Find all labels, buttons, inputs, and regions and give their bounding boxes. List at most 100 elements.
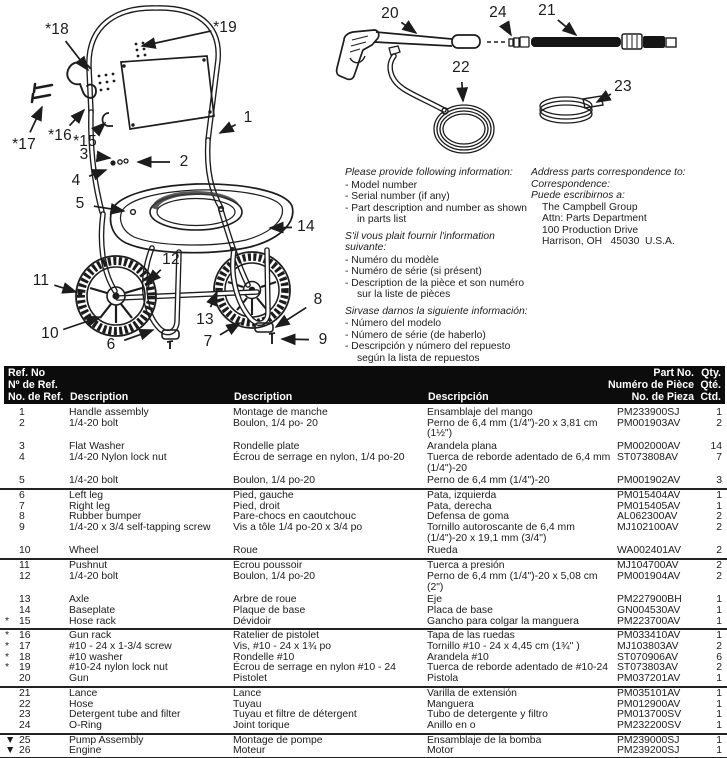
cell-qty: 2 — [716, 417, 722, 429]
ref-marker: * — [5, 662, 10, 674]
cell-description-en: Wheel — [69, 545, 99, 557]
cell-description-es: Gancho para colgar la manguera — [427, 615, 579, 627]
callout-arrow — [64, 40, 90, 72]
cell-qty: 1 — [716, 407, 722, 418]
ref-marker — [5, 419, 19, 440]
gun-rack-bracket — [101, 112, 113, 127]
cell-description-fr: Pied, gauche — [233, 489, 294, 501]
cell-description-es: Perno de 6,4 mm (1/4")-20 x 5,08 cm (2") — [427, 570, 598, 593]
cell-description-en: Right leg — [69, 500, 111, 512]
cell-description-fr: Pied, droit — [233, 500, 280, 512]
cell-description-es: Pistola — [427, 673, 459, 685]
address-line: Attn: Parts Department — [542, 213, 647, 224]
cell-part-no: PM227900BH — [617, 594, 682, 606]
callout-arrow — [274, 306, 307, 328]
cell-description-en: Pushnut — [69, 560, 108, 572]
right-foot-screw — [268, 332, 276, 344]
ref-number: 15 — [19, 615, 31, 627]
address-line: 100 Production Drive — [542, 224, 639, 236]
coupler-illustration — [508, 36, 530, 48]
ref-number: 16 — [19, 630, 31, 642]
ref-number: 4 — [19, 451, 25, 463]
cell-ref-no: 5 — [5, 476, 69, 487]
callout-arrow — [219, 322, 242, 336]
ref-marker: ▼ — [5, 745, 16, 757]
cell-description-en: Lance — [69, 687, 98, 699]
cell-description-fr: Plaque de base — [233, 604, 306, 616]
header-line: Numéro de Pièce — [608, 379, 694, 392]
cell-description-es: Ensamblaje del mango — [427, 407, 533, 418]
cell-description-en: 1/4-20 bolt — [69, 570, 119, 582]
info-header-es: Sirvase darnos la siguiente información: — [345, 305, 528, 317]
cell-part-no: PM233900SJ — [617, 407, 680, 418]
cell-description-es: Tubo de detergente y filtro — [427, 709, 548, 721]
cell-part-no: PM232200SV — [617, 719, 682, 731]
cell-part-no: PM001903AV — [617, 417, 681, 429]
ref-marker: * — [5, 641, 10, 653]
cell-description-en: 1/4-20 Nylon lock nut — [69, 451, 167, 463]
cell-description-en: Rubber bumper — [69, 511, 142, 523]
cell-description-en: O-Ring — [69, 719, 102, 731]
pushnut — [77, 290, 83, 296]
cell-ref-no: 8 — [5, 512, 69, 523]
cell-qty: 1 — [716, 615, 722, 627]
cell-part-no: MJ102100AV — [617, 522, 679, 534]
cell-part-no: PM015404AV — [617, 489, 681, 501]
cell-part-no: PM033410AV — [617, 630, 681, 642]
cell-ref-no: ▼26 — [5, 746, 69, 757]
left-rubber-bumper — [161, 329, 180, 340]
cell-description-es: Pata, derecha — [427, 500, 492, 512]
screws — [30, 82, 54, 104]
ref-number: 1 — [19, 407, 25, 418]
cell-part-no: PM239000SJ — [617, 734, 680, 746]
cell-description-en: Gun rack — [69, 630, 112, 642]
cell-part-no: AL062300AV — [617, 511, 678, 523]
header-desc-en: Description — [70, 390, 129, 403]
callout-arrow — [68, 108, 86, 127]
address-block: Address parts correspondence to: Corresp… — [531, 167, 723, 248]
ref-marker: * — [5, 651, 10, 663]
cell-ref-no: *15 — [5, 615, 69, 628]
ref-marker — [5, 674, 19, 685]
cell-ref-no: 10 — [5, 546, 69, 557]
cell-description-en: Hose — [69, 698, 94, 710]
callout-arrow — [206, 290, 218, 308]
cell-description-fr: Écrou poussoir — [233, 560, 303, 572]
callout-arrow — [218, 121, 237, 134]
callout-arrow — [280, 333, 310, 346]
callout-arrow — [595, 90, 612, 103]
header-line: No. de Ref. — [8, 391, 64, 404]
ref-number: 23 — [19, 709, 31, 721]
cell-description-fr: Écrou de serrage en nylon, 1/4 po-20 — [233, 451, 405, 463]
cell-qty: 1 — [716, 489, 722, 501]
cell-description-fr: Vis a tôle 1/4 po-20 x 3/4 po — [233, 522, 363, 534]
cell-description-es: Rueda — [427, 545, 458, 557]
cell-description-fr: Lance — [233, 687, 262, 699]
cell-part-no: PM001902AV — [617, 475, 681, 487]
header-line: Part No. — [653, 367, 694, 379]
cell-description-en: Baseplate — [69, 604, 116, 616]
right-rubber-bumper — [254, 322, 274, 333]
info-header-fr: S'il vous plait fournir l'information su… — [345, 230, 495, 254]
cell-ref-no: 20 — [5, 673, 69, 685]
cell-description-en: Gun — [69, 673, 89, 685]
cart-illustration — [30, 8, 294, 349]
header-ref-col: Ref. No Nº de Ref. No. de Ref. — [8, 367, 63, 404]
cell-description-es: Arandela #10 — [427, 651, 489, 663]
cell-part-no: ST073808AV — [617, 451, 679, 463]
cell-description-es: Perno de 6,4 mm (1/4")-20 x 3,81 cm (1½"… — [427, 417, 598, 440]
callout-arrow — [62, 315, 102, 331]
ref-marker — [5, 595, 19, 606]
cell-ref-no: 14 — [5, 605, 69, 617]
cell-qty: 1 — [716, 500, 722, 512]
cell-description-es: Varilla de extensión — [427, 687, 517, 699]
cell-description-en: Engine — [69, 745, 102, 757]
